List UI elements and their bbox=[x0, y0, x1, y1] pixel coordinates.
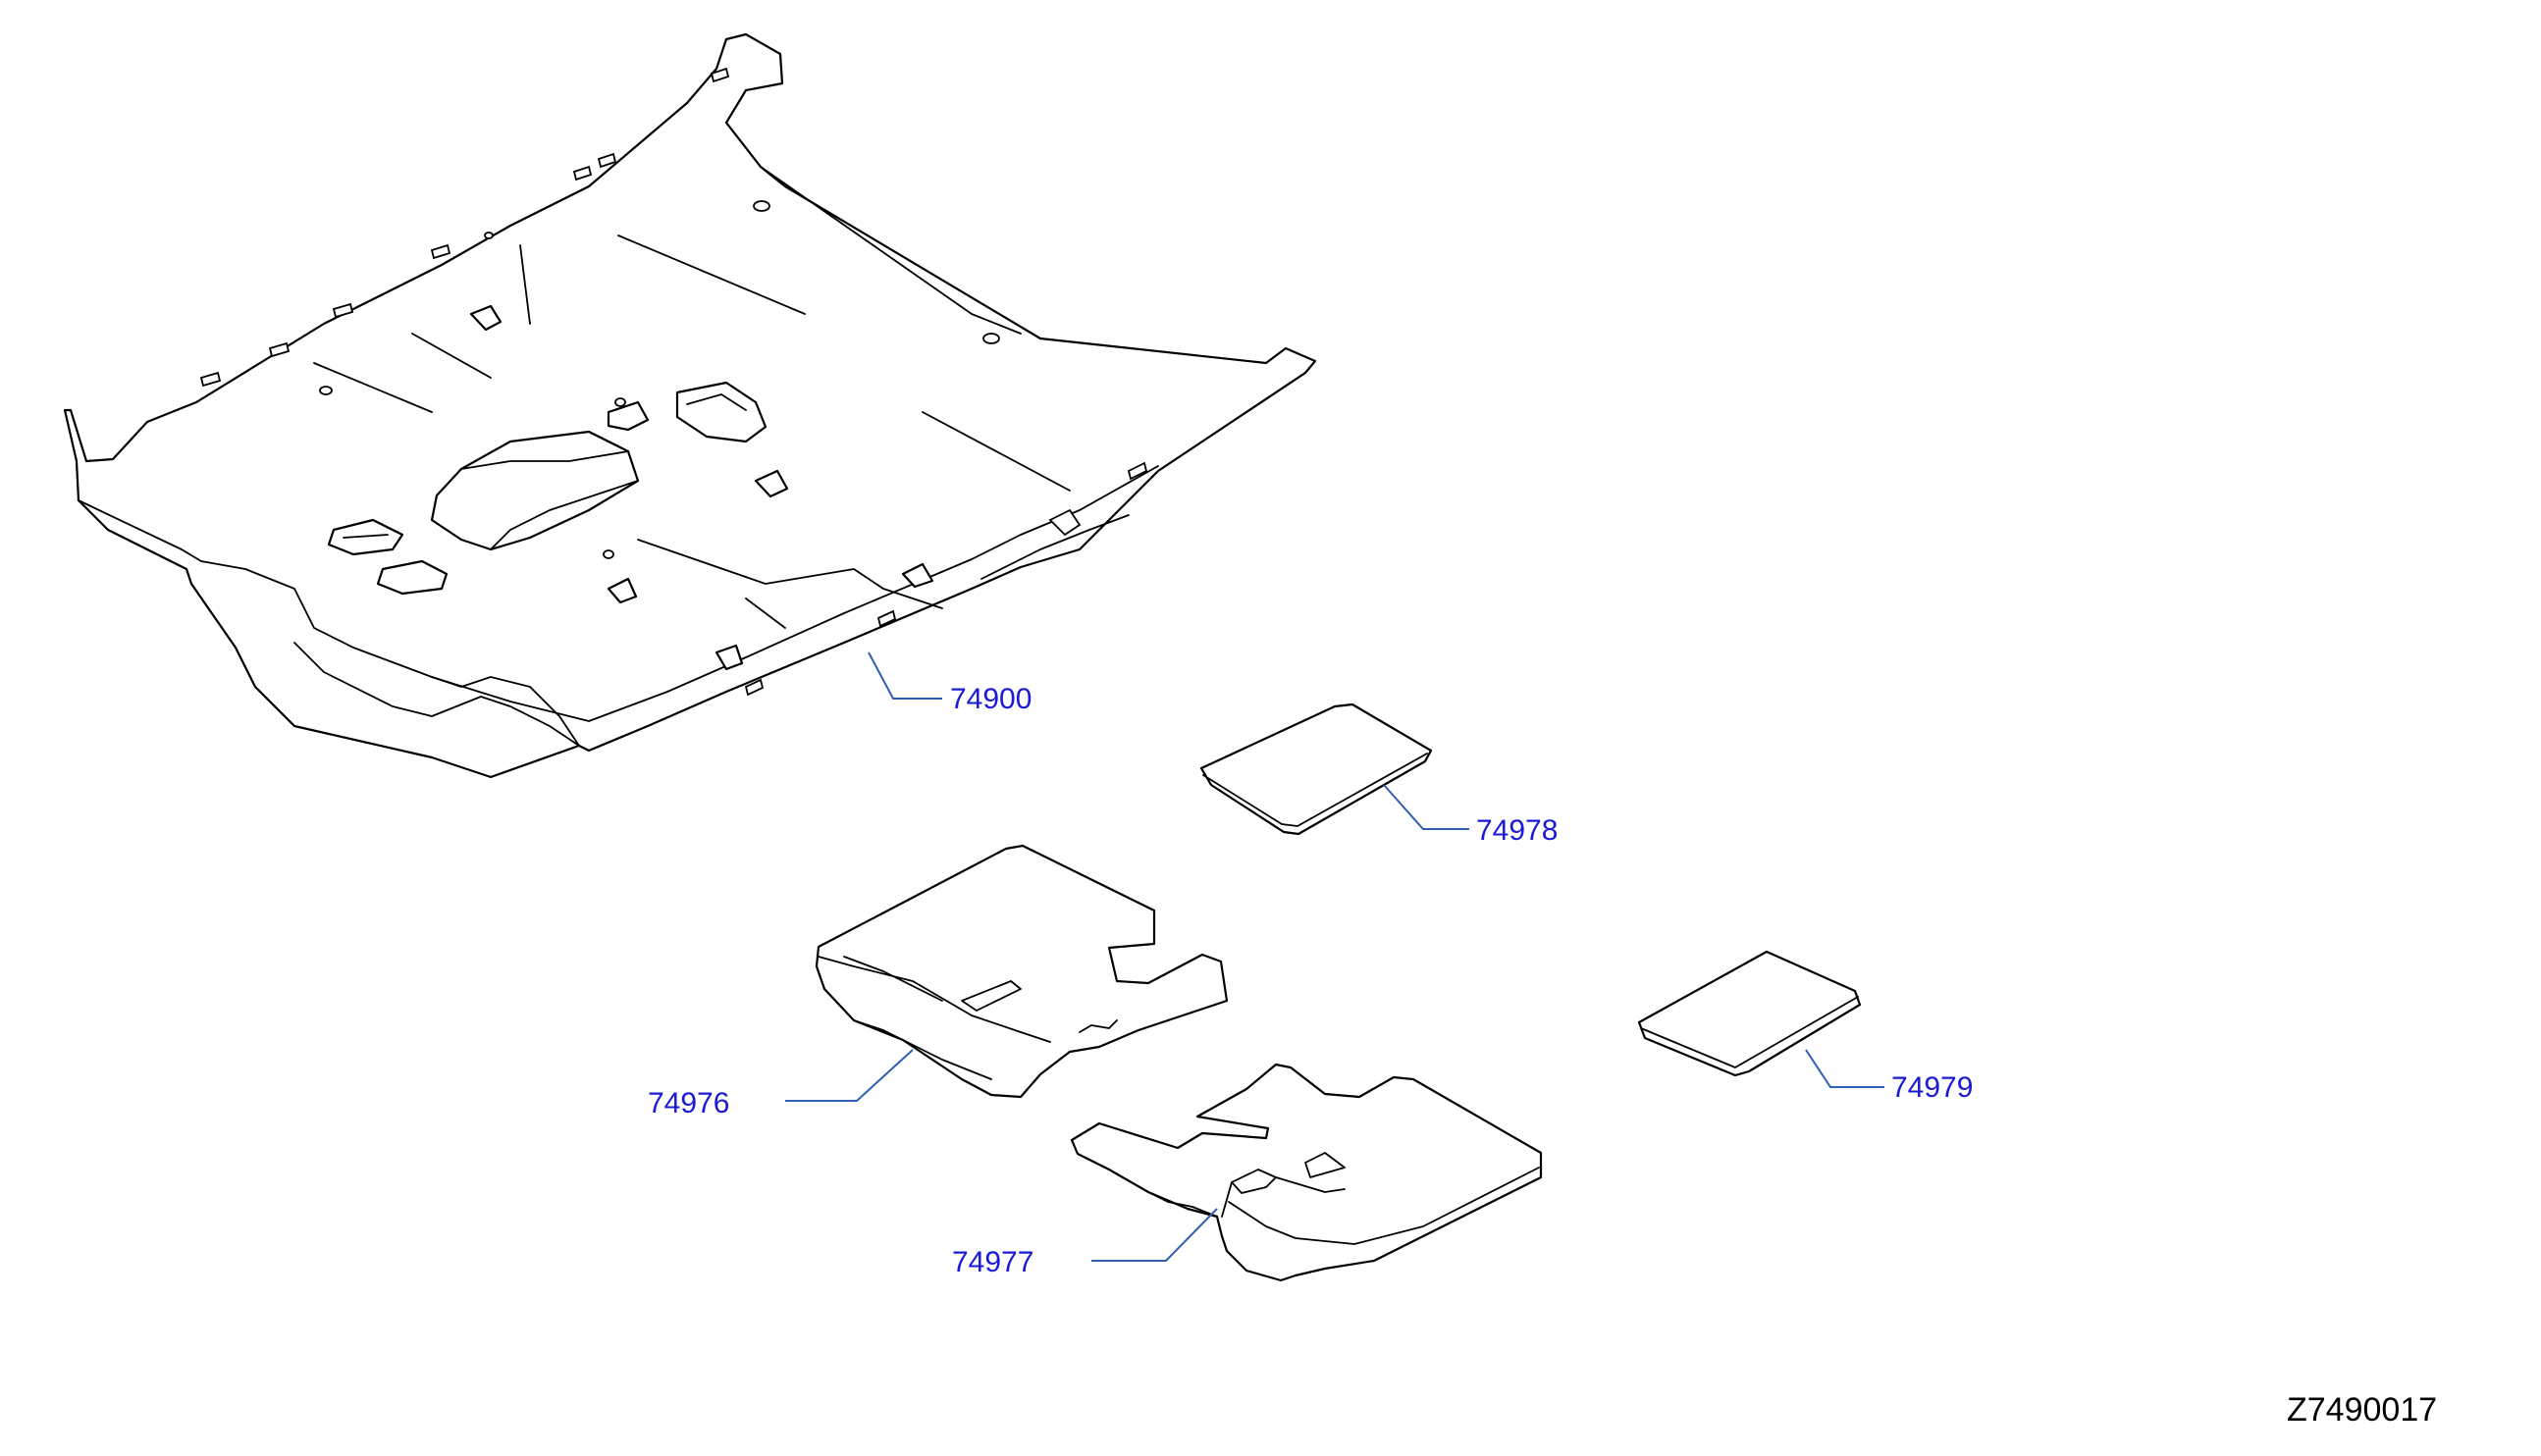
rear-mat-right-part bbox=[1637, 950, 1862, 1077]
rear-mat-left-part bbox=[1199, 702, 1433, 836]
leader-74977 bbox=[1091, 1208, 1218, 1262]
callout-74977: 74977 bbox=[952, 1246, 1033, 1278]
leader-74976 bbox=[785, 1049, 914, 1102]
callout-74979: 74979 bbox=[1891, 1071, 1973, 1104]
front-mat-right-part bbox=[1070, 1063, 1543, 1282]
callout-74976: 74976 bbox=[648, 1087, 729, 1119]
front-mat-left-part bbox=[815, 844, 1229, 1099]
leader-lines bbox=[785, 651, 1884, 1262]
leader-74979 bbox=[1805, 1049, 1884, 1088]
callout-74900: 74900 bbox=[950, 683, 1032, 715]
callout-74978: 74978 bbox=[1476, 814, 1558, 847]
leader-74978 bbox=[1383, 784, 1469, 830]
diagram-code: Z7490017 bbox=[2287, 1391, 2437, 1429]
floor-carpet-part bbox=[63, 32, 1317, 779]
leader-74900 bbox=[868, 651, 942, 700]
